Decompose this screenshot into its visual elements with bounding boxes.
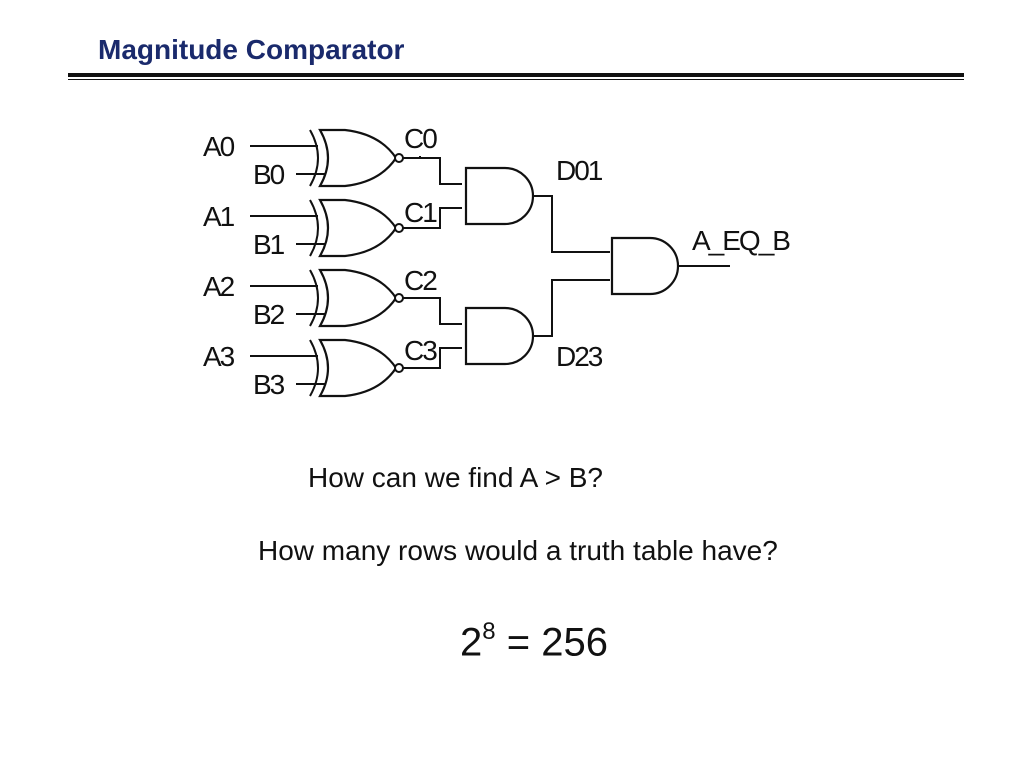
answer-exponent: 8 — [482, 618, 496, 645]
and-gate-d23 — [464, 306, 535, 366]
and-gate-final — [610, 236, 680, 296]
title-rule — [68, 73, 964, 77]
answer-result: = 256 — [495, 620, 608, 665]
and-output-d23: D23 — [556, 341, 603, 372]
answer-base: 2 — [460, 620, 483, 665]
xnor-output-c0: C0 — [404, 123, 437, 154]
final-output-label: A_EQ_B — [692, 225, 790, 256]
and-gate-d01 — [464, 166, 535, 226]
input-label-a0: A0 — [203, 131, 235, 162]
slide-title: Magnitude Comparator — [98, 34, 405, 65]
answer-row-count: 28 = 256 — [460, 618, 608, 665]
xnor-gate-3 — [250, 338, 404, 398]
and-output-d01: D01 — [556, 155, 603, 186]
input-label-a1: A1 — [203, 201, 235, 232]
input-label-b0: B0 — [253, 159, 285, 190]
input-label-b3: B3 — [253, 369, 285, 400]
input-label-b2: B2 — [253, 299, 285, 330]
question-greater-than: How can we find A > B? — [308, 462, 603, 493]
xnor-gate-2 — [250, 268, 404, 328]
xnor-output-c3: C3 — [404, 335, 437, 366]
input-label-b1: B1 — [253, 229, 285, 260]
input-label-a2: A2 — [203, 271, 235, 302]
question-truth-table-rows: How many rows would a truth table have? — [258, 535, 778, 566]
xnor-output-c1: C1 — [404, 197, 437, 228]
comparator-circuit-diagram: A0 B0 A1 B1 A2 B2 A3 B3 C0 C1 C2 C3 — [203, 123, 792, 400]
title-rule-thin — [68, 79, 964, 80]
xnor-gate-1 — [250, 198, 404, 258]
xnor-output-c2: C2 — [404, 265, 437, 296]
input-label-a3: A3 — [203, 341, 235, 372]
